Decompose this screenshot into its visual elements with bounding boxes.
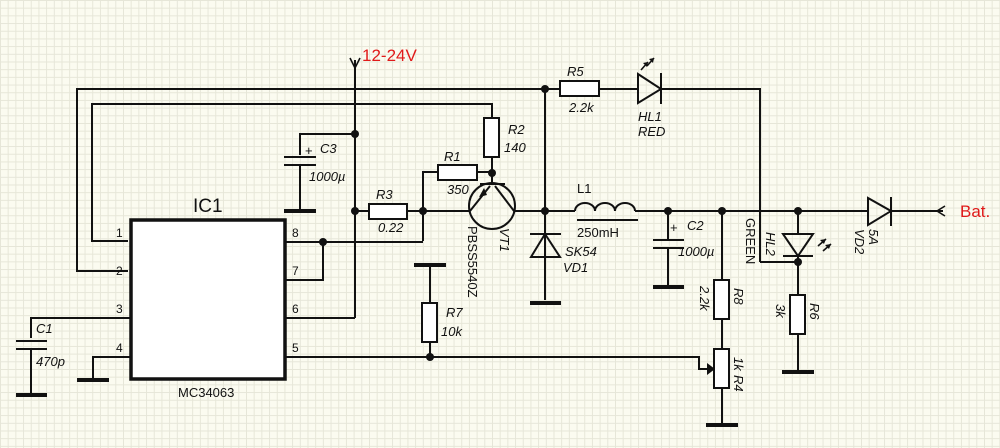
label-R3-ref: R3 [376,187,393,202]
label-VD1-ref: VD1 [563,260,588,275]
label-C1-ref: C1 [36,321,53,336]
wire-pin2-loop [76,88,545,272]
pin-7-label: 7 [292,264,299,278]
label-VT1-ref: VT1 [497,228,512,252]
battery-label: Bat. [960,202,990,221]
supply-voltage-label: 12-24V [362,46,417,65]
label-R2-value: 140 [504,140,526,155]
junction [351,130,359,138]
resistor-R2[interactable] [483,117,500,158]
pin-3-label: 3 [116,302,123,316]
supply-terminal[interactable] [349,57,361,318]
label-R5-ref: R5 [567,64,584,79]
label-R1-value: 350 [447,182,469,197]
label-R4-ref: R4 [731,375,746,392]
label-R7-value: 10k [441,324,463,339]
wire [422,171,438,211]
pin-6-label: 6 [292,302,299,316]
label-R3-value: 0.22 [378,220,404,235]
junction [794,258,802,266]
label-C3-value: 1000µ [309,169,345,184]
label-R7-ref: R7 [446,305,463,320]
wire-pin4 [92,356,131,380]
junction [541,207,549,215]
pin-8-label: 8 [292,226,299,240]
label-R1-ref: R1 [444,149,461,164]
label-C3-ref: C3 [320,141,337,156]
label-IC1-part: MC34063 [178,385,234,400]
wire-hl1-to-hl2 [661,88,761,262]
capacitor-C3[interactable] [284,156,316,213]
led-HL1[interactable] [637,57,663,105]
label-VD1-part: SK54 [565,244,597,259]
label-C1-value: 470p [36,354,65,369]
label-HL1-color: RED [638,124,665,139]
resistor-R6[interactable] [789,294,806,335]
label-R2-ref: R2 [508,122,525,137]
label-VD2-ref: VD2 [852,229,867,255]
pin-1-label: 1 [116,226,123,240]
label-IC1-ref: IC1 [193,196,223,217]
resistor-R7[interactable] [421,302,438,343]
potentiometer-R4[interactable] [713,348,730,389]
pin-4-label: 4 [116,341,123,355]
wire-pin1-loop [91,103,493,242]
diode-VD1[interactable] [529,232,562,305]
capacitor-C2[interactable] [653,211,684,289]
label-C2-value: 1000µ [678,244,714,259]
label-R4-value: 1k [731,357,746,372]
resistor-R8[interactable] [713,279,730,320]
wire [299,133,355,155]
label-R8-value: 2.2k [697,285,712,312]
junction [351,207,359,215]
battery-terminal[interactable] [935,205,946,217]
label-HL1-ref: HL1 [638,109,662,124]
label-L1-ref: L1 [577,181,591,196]
resistor-R3[interactable] [368,203,408,220]
ic-MC34063[interactable] [129,218,287,381]
label-R6-ref: R6 [807,303,822,320]
inductor-L1[interactable] [574,202,638,221]
label-HL2-ref: HL2 [763,232,778,257]
transistor-VT1[interactable] [468,182,516,230]
wire-pin3 [30,317,131,338]
junction [426,353,434,361]
label-C2-ref: C2 [687,218,704,233]
label-R6-value: 3k [773,304,788,319]
pin-2-label: 2 [116,264,123,278]
label-VT1-part: PBSS5540Z [465,226,480,298]
potentiometer-wiper[interactable] [430,356,715,375]
label-VD2-value: 5A [866,229,881,245]
label-C2-polarity: + [670,220,678,235]
resistor-R5[interactable] [559,80,600,97]
resistor-R1[interactable] [437,164,478,181]
wire-pin7 [285,242,324,281]
diode-VD2[interactable] [867,196,893,227]
label-R5-value: 2.2k [568,100,595,115]
junction [541,85,549,93]
label-L1-value: 250mH [577,225,619,240]
label-R8-ref: R8 [731,288,746,305]
label-C3-polarity: + [305,143,313,158]
label-HL2-color: GREEN [743,218,758,264]
capacitor-C1[interactable] [16,340,47,397]
pin-5-label: 5 [292,341,299,355]
led-HL2[interactable] [781,211,832,258]
